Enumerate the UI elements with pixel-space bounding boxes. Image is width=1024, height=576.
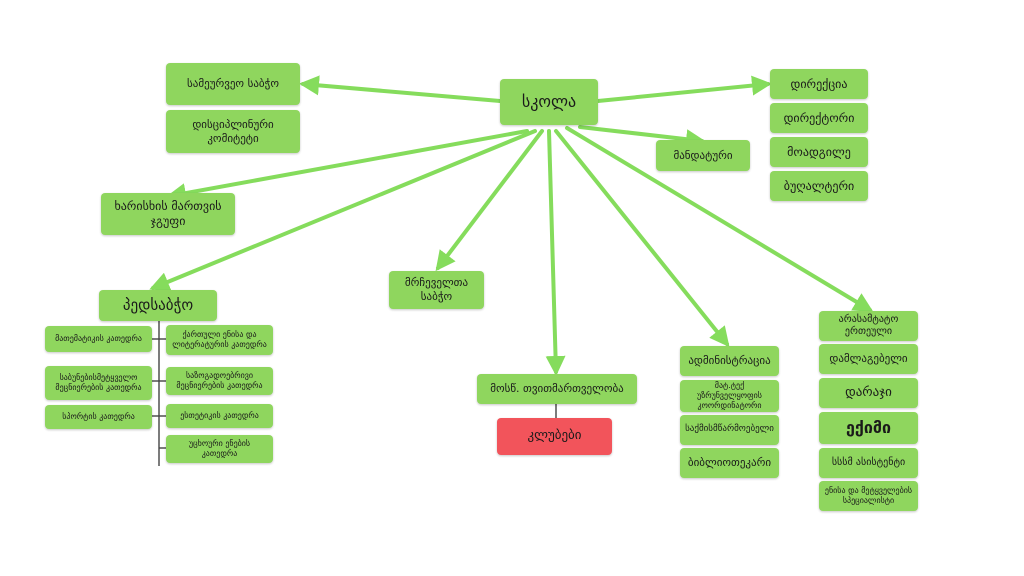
admin-item[interactable]: მატ.ტექ უზრუნველყოფის კოორდინატორი [680, 380, 779, 412]
directorate-node[interactable]: დირექცია [770, 69, 868, 99]
admin-item[interactable]: საქმისმწარმოებელი [680, 415, 779, 445]
edge-school-nonacademic [565, 126, 874, 313]
director-node[interactable]: დირექტორი [770, 103, 868, 133]
edge-school-pedsabcho [149, 129, 537, 292]
student-government-node[interactable]: მოსწ. თვითმართველობა [477, 374, 637, 404]
parents-council-node[interactable]: მრჩეველთა საბჭო [389, 271, 484, 309]
quality-group-node[interactable]: ხარისხის მართვის ჯგუფი [101, 193, 235, 235]
department-item[interactable]: უცხოური ენების კათედრა [166, 435, 273, 463]
administration-node[interactable]: ადმინისტრაცია [680, 346, 779, 376]
department-item[interactable]: ქართული ენისა და ლიტერატურის კათედრა [166, 325, 273, 355]
department-item[interactable]: საზოგადოებრივი მეცნიერების კათედრა [166, 367, 273, 395]
edge-school-mandatory [578, 125, 706, 150]
non-academic-item[interactable]: დამლაგებელი [819, 344, 918, 374]
non-academic-item[interactable]: სსსმ ასისტენტი [819, 448, 918, 478]
edge-school-admin [554, 129, 730, 348]
accountant-node[interactable]: ბუღალტერი [770, 171, 868, 201]
non-academic-node[interactable]: არასამტატო ერთეული [819, 311, 918, 341]
disciplinary-committee-node[interactable]: დისციპლინური კომიტეტი [166, 110, 300, 153]
pedagogical-council-node[interactable]: პედსაბჭო [99, 290, 217, 321]
non-academic-item[interactable]: დარაჯი [819, 378, 918, 408]
admin-item[interactable]: ბიბლიოთეკარი [680, 448, 779, 478]
board-of-trustees-node[interactable]: სამეურვეო საბჭო [166, 63, 300, 105]
non-academic-item[interactable]: ენისა და მეტყველების სპეციალისტი [819, 481, 918, 511]
edge-school-quality [166, 129, 529, 203]
department-item[interactable]: ესთეტიკის კათედრა [166, 404, 273, 428]
edge-school-parents [435, 129, 544, 272]
mandatory-node[interactable]: მანდატური [656, 140, 750, 171]
department-item[interactable]: საბუნებისმეტყველო მეცნიერების კათედრა [45, 366, 152, 400]
non-academic-item[interactable]: ექიმი [819, 412, 918, 444]
clubs-node[interactable]: კლუბები [497, 418, 612, 455]
school-node[interactable]: სკოლა [500, 79, 598, 125]
department-item[interactable]: მათემატიკის კათედრა [45, 326, 152, 352]
edge-school-directorate [596, 75, 772, 103]
department-item[interactable]: სპორტის კათედრა [45, 405, 152, 429]
deputy-node[interactable]: მოადგილე [770, 137, 868, 167]
edge-school-board [299, 75, 502, 103]
edge-school-students [545, 129, 566, 376]
